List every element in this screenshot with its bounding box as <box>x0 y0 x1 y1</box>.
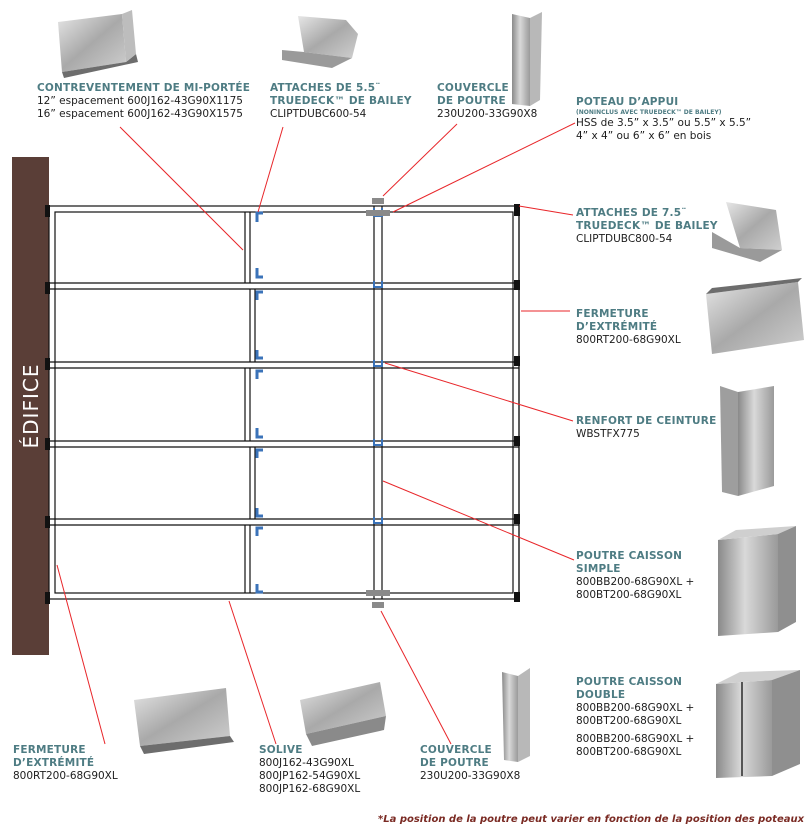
label-poutre-double: POUTRE CAISSON DOUBLE 800BB200-68G90XL +… <box>576 676 694 759</box>
beam <box>373 206 383 599</box>
label-poutre-simple: POUTRE CAISSON SIMPLE 800BB200-68G90XL +… <box>576 550 694 602</box>
thumb-contreventement <box>58 10 138 78</box>
attaches55-title-2: TRUEDECK™ DE BAILEY <box>270 95 412 107</box>
solive-code: 800J162-43G90XL <box>259 757 354 769</box>
poutre-simple-title: POUTRE CAISSON <box>576 550 683 562</box>
poteau-line: HSS de 3.5” x 3.5” ou 5.5” x 5.5” <box>576 117 752 129</box>
renfort-title: RENFORT DE CEINTURE <box>576 415 717 427</box>
poteau-subtitle: (NONINCLUS AVEC TRUEDECK™ DE BAILEY) <box>576 109 722 116</box>
ledger-clips <box>45 204 520 604</box>
poutre-double-title: POUTRE CAISSON <box>576 676 683 688</box>
attaches75-title-2: TRUEDECK™ DE BAILEY <box>576 220 718 232</box>
thumb-renfort <box>720 386 774 496</box>
renfort-code: WBSTFX775 <box>576 428 640 440</box>
couvercle-top-title: COUVERCLE <box>437 82 509 94</box>
thumb-couvercle-top <box>512 12 542 106</box>
mid-span-bracing <box>244 212 256 593</box>
joists <box>49 282 519 526</box>
footnote: *La position de la poutre peut varier en… <box>378 814 805 825</box>
fermeture-right-title: FERMETURE <box>576 308 649 320</box>
frame <box>48 205 520 600</box>
solive-code: 800JP162-68G90XL <box>259 783 361 795</box>
label-fermeture-right: FERMETURE D’EXTRÉMITÉ 800RT200-68G90XL <box>576 308 681 347</box>
attaches55-title: ATTACHES DE 5.5¨ <box>270 82 381 94</box>
poutre-double-code: 800BB200-68G90XL + <box>576 702 695 714</box>
label-couvercle-bottom: COUVERCLE DE POUTRE 230U200-33G90X8 <box>420 744 520 783</box>
poutre-simple-code: 800BB200-68G90XL + <box>576 576 695 588</box>
poutre-double-title-2: DOUBLE <box>576 689 626 701</box>
label-couvercle-top: COUVERCLE DE POUTRE 230U200-33G90X8 <box>437 82 537 121</box>
label-fermeture-left: FERMETURE D’EXTRÉMITÉ 800RT200-68G90XL <box>13 744 118 783</box>
label-attaches55: ATTACHES DE 5.5¨ TRUEDECK™ DE BAILEY CLI… <box>270 82 412 121</box>
couvercle-top-title-2: DE POUTRE <box>437 95 506 107</box>
beam-covers <box>366 198 390 608</box>
fermeture-right-code: 800RT200-68G90XL <box>576 334 681 346</box>
poutre-simple-title-2: SIMPLE <box>576 563 621 575</box>
thumb-fermeture-left <box>134 688 234 754</box>
thumb-attaches55 <box>282 16 358 68</box>
label-contreventement: CONTREVENTEMENT DE MI-PORTÉE 12” espacem… <box>37 82 250 121</box>
poteau-line: 4” x 4” ou 6” x 6” en bois <box>576 130 712 142</box>
solive-code: 800JP162-54G90XL <box>259 770 361 782</box>
label-poteau: POTEAU D’APPUI (NONINCLUS AVEC TRUEDECK™… <box>576 96 751 143</box>
thumb-solive <box>300 682 386 746</box>
fermeture-right-title-2: D’EXTRÉMITÉ <box>576 321 658 333</box>
contreventement-line: 16” espacement 600J162-43G90X1575 <box>37 108 243 120</box>
beam-clips <box>373 208 383 524</box>
thumb-couvercle-bottom <box>502 668 530 762</box>
poteau-title: POTEAU D’APPUI <box>576 96 679 108</box>
couvercle-bottom-title: COUVERCLE <box>420 744 492 756</box>
fermeture-left-code: 800RT200-68G90XL <box>13 770 118 782</box>
poutre-simple-code: 800BT200-68G90XL <box>576 589 682 601</box>
callout-lines <box>56 122 576 745</box>
poutre-double-code: 800BT200-68G90XL <box>576 746 682 758</box>
attaches75-code: CLIPTDUBC800-54 <box>576 233 673 245</box>
poutre-double-code: 800BB200-68G90XL + <box>576 733 695 745</box>
fermeture-left-title-2: D’EXTRÉMITÉ <box>13 757 95 769</box>
thumb-fermeture-right <box>706 278 804 354</box>
thumb-poutre-simple <box>718 526 796 636</box>
fermeture-left-title: FERMETURE <box>13 744 86 756</box>
thumb-attaches75 <box>712 202 782 262</box>
couvercle-top-code: 230U200-33G90X8 <box>437 108 538 120</box>
label-renfort: RENFORT DE CEINTURE WBSTFX775 <box>576 415 716 441</box>
attaches55-code: CLIPTDUBC600-54 <box>270 108 367 120</box>
contreventement-title: CONTREVENTEMENT DE MI-PORTÉE <box>37 82 251 94</box>
poutre-double-code: 800BT200-68G90XL <box>576 715 682 727</box>
solive-title: SOLIVE <box>259 744 303 756</box>
couvercle-bottom-title-2: DE POUTRE <box>420 757 489 769</box>
thumb-poutre-double <box>716 670 800 778</box>
couvercle-bottom-code: 230U200-33G90X8 <box>420 770 521 782</box>
building-wall: ÉDIFICE <box>12 157 49 655</box>
label-attaches75: ATTACHES DE 7.5¨ TRUEDECK™ DE BAILEY CLI… <box>576 207 718 246</box>
attaches75-title: ATTACHES DE 7.5¨ <box>576 207 687 219</box>
label-solive: SOLIVE 800J162-43G90XL 800JP162-54G90XL … <box>259 744 360 796</box>
contreventement-line: 12” espacement 600J162-43G90X1175 <box>37 95 243 107</box>
truedeck-clips <box>255 211 263 594</box>
